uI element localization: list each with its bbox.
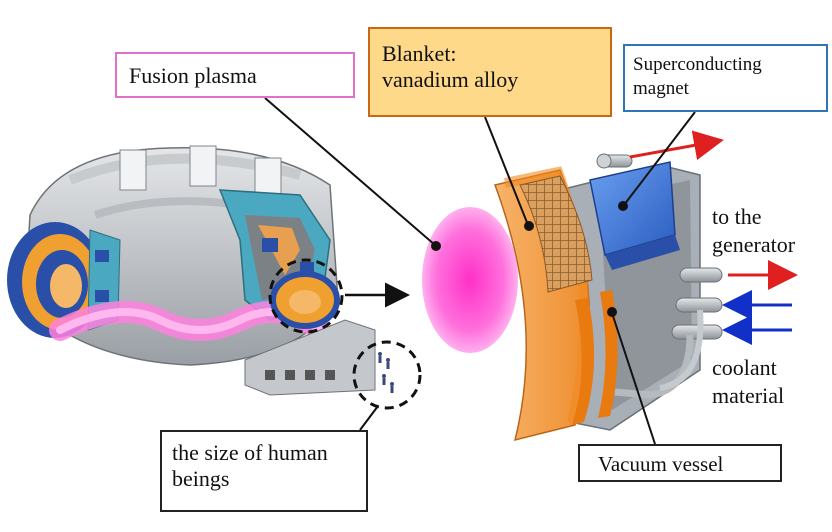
generator-label: to the generator bbox=[712, 203, 830, 259]
magnet-label: Superconducting magnet bbox=[623, 44, 828, 112]
coolant-label-line1: coolant bbox=[712, 355, 777, 380]
generator-arrow-top bbox=[629, 130, 724, 161]
tokamak-cutaway bbox=[7, 145, 422, 410]
generator-label-line2: generator bbox=[712, 232, 796, 257]
dashed-circle-human bbox=[352, 340, 422, 410]
leader-magnet bbox=[623, 111, 696, 206]
blanket-label-line1: Blanket: bbox=[382, 41, 457, 66]
leader-blanket bbox=[484, 116, 529, 226]
human-size-label-line2: beings bbox=[172, 466, 230, 491]
leader-plasma bbox=[264, 97, 436, 246]
vacuum-vessel-text: Vacuum vessel bbox=[598, 452, 724, 476]
vacuum-vessel-label: Vacuum vessel bbox=[578, 444, 782, 482]
coolant-label-line2: material bbox=[712, 383, 785, 408]
coolant-label: coolant material bbox=[712, 354, 830, 410]
leader-vessel bbox=[611, 312, 656, 445]
human-size-label-line1: the size of human bbox=[172, 440, 328, 465]
dashed-circle-blanket bbox=[268, 258, 344, 334]
human-figures bbox=[378, 352, 394, 393]
plasma-disc bbox=[422, 207, 518, 353]
blanket-label: Blanket: vanadium alloy bbox=[368, 27, 612, 117]
leader-human bbox=[359, 405, 379, 431]
magnet-label-line1: Superconducting bbox=[633, 54, 762, 75]
generator-label-line1: to the bbox=[712, 204, 762, 229]
fusion-plasma-label: Fusion plasma bbox=[115, 52, 355, 98]
magnet-label-line2: magnet bbox=[633, 78, 689, 99]
human-size-label: the size of human beings bbox=[160, 430, 368, 512]
blanket-label-line2: vanadium alloy bbox=[382, 67, 519, 92]
blanket-module bbox=[494, 153, 723, 442]
fusion-plasma-text: Fusion plasma bbox=[129, 63, 257, 88]
